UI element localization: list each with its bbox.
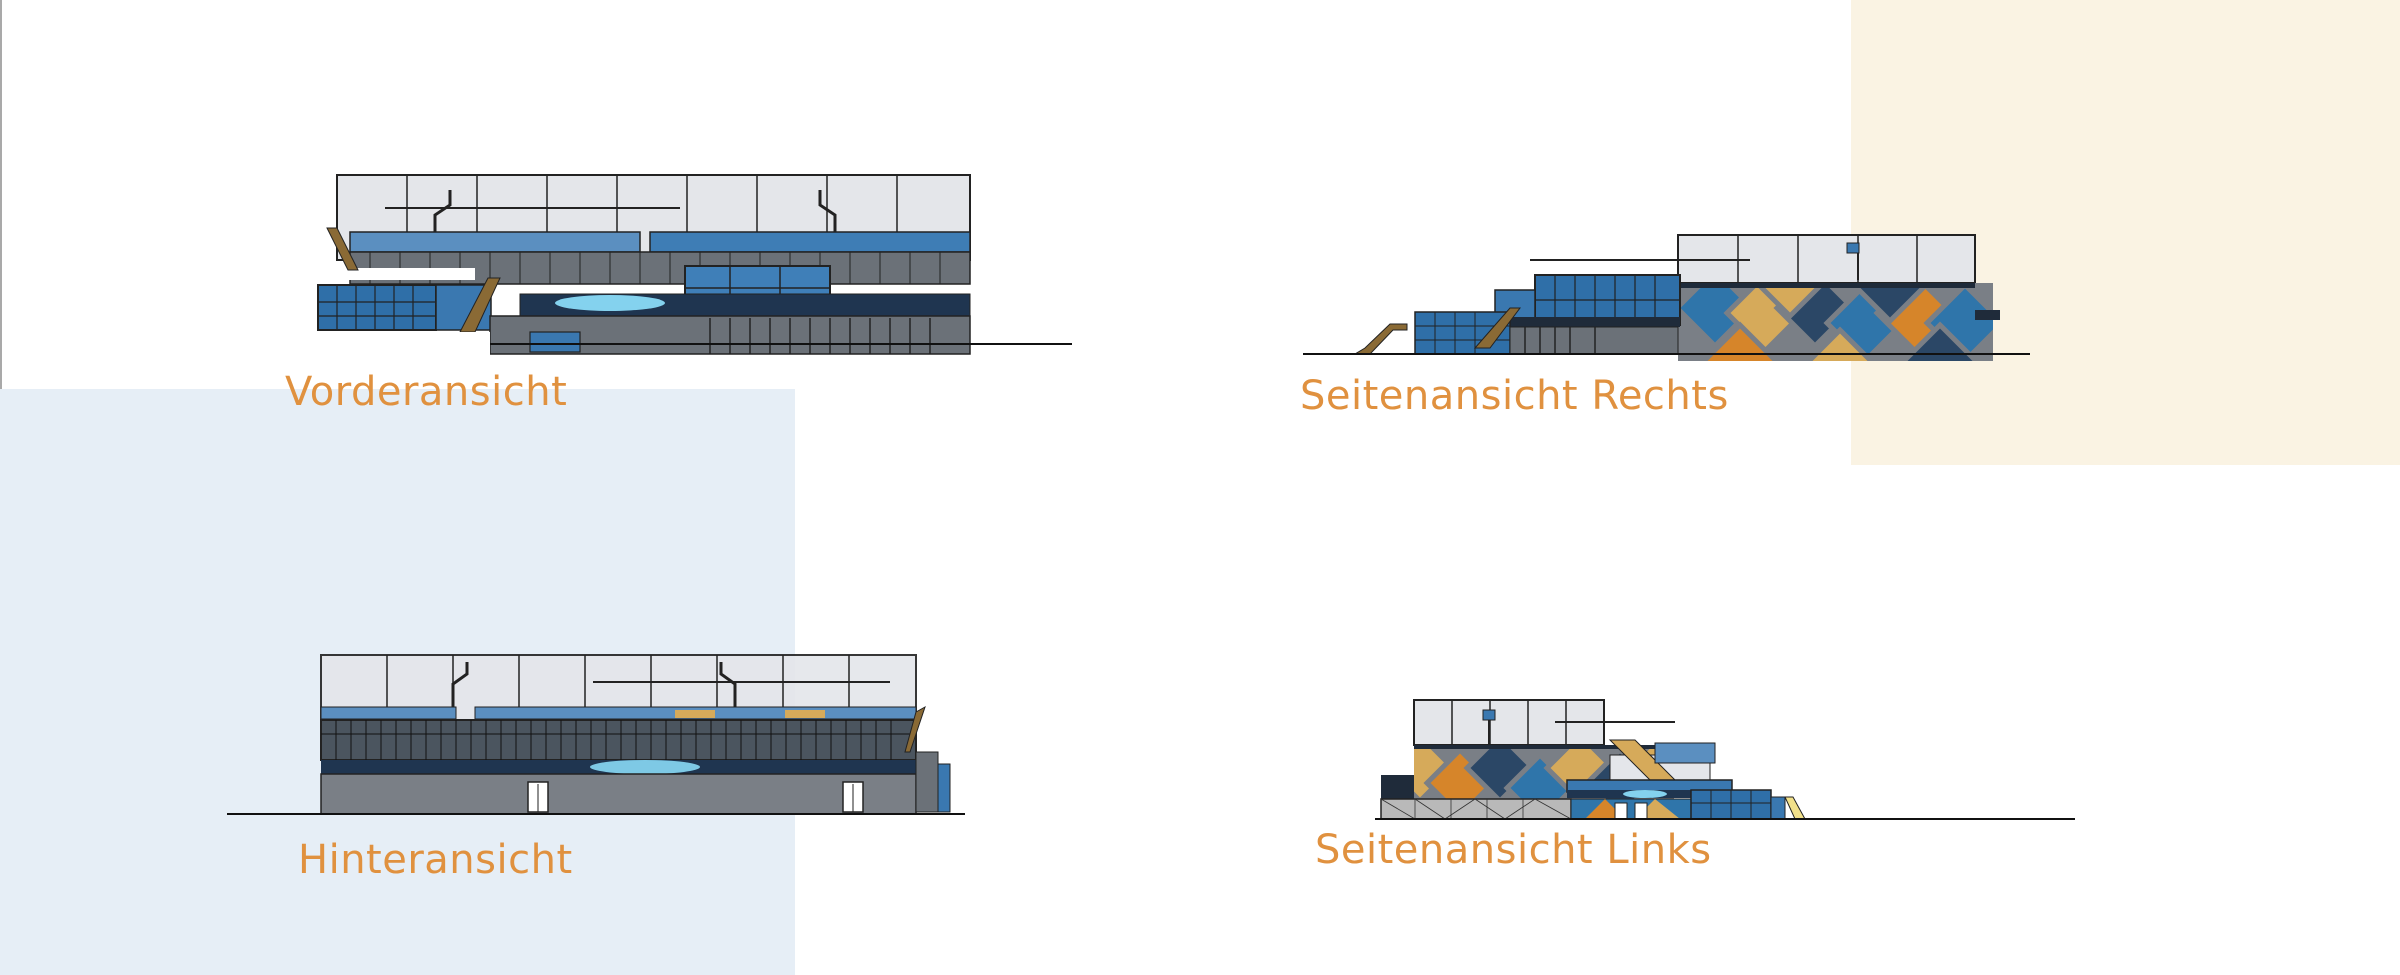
left-elevation-label: Seitenansicht Links (1315, 827, 1712, 873)
rear-elevation-drawing (225, 652, 970, 817)
front-elevation-drawing (290, 170, 1080, 362)
left-elevation-drawing (1335, 695, 2080, 820)
right-elevation-drawing (1295, 230, 2035, 361)
front-elevation-label: Vorderansicht (285, 369, 568, 415)
background-panel-beige (1851, 0, 2400, 465)
rear-elevation-label: Hinteransicht (298, 837, 573, 883)
right-elevation-label: Seitenansicht Rechts (1300, 373, 1729, 419)
